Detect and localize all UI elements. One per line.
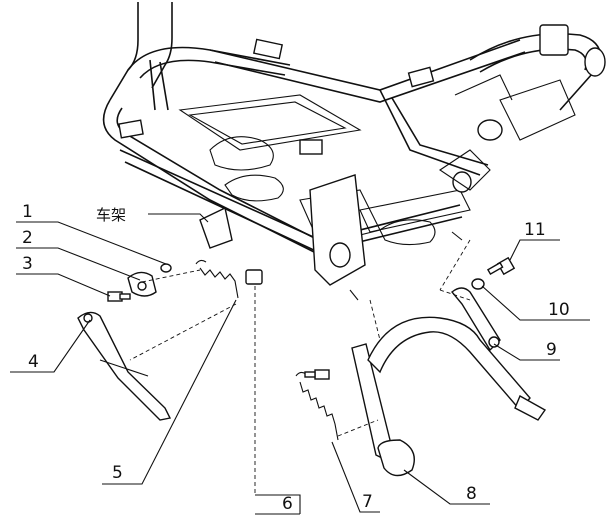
frame-assembly <box>102 2 606 301</box>
callout-9: 9 <box>546 340 557 360</box>
callout-1: 1 <box>22 202 33 222</box>
part-3-bolt <box>107 291 131 302</box>
callout-11: 11 <box>524 220 546 240</box>
part-11-bolt <box>486 256 516 276</box>
center-stand-bolt <box>304 369 330 380</box>
part-4-side-stand <box>77 311 172 421</box>
callout-numbers: 1 2 3 4 5 6 7 8 9 10 11 <box>22 202 570 514</box>
callout-8: 8 <box>466 484 477 504</box>
part-7-spring <box>295 371 339 441</box>
part-9-bracket <box>451 287 501 352</box>
part-8-center-stand <box>351 316 547 477</box>
callout-leaders <box>10 221 590 515</box>
callout-2: 2 <box>22 228 33 248</box>
part-5-spring <box>195 259 239 299</box>
callout-6: 6 <box>282 494 293 514</box>
part-1-nut <box>160 263 172 273</box>
part-10-washer <box>471 278 485 290</box>
assembly-lines <box>129 239 471 495</box>
frame-label: 车架 <box>96 206 126 224</box>
callout-7: 7 <box>362 492 373 512</box>
part-2-bracket <box>127 271 157 297</box>
part-6-rubber-block <box>245 269 263 285</box>
callout-4: 4 <box>28 352 39 372</box>
callout-3: 3 <box>22 254 33 274</box>
callout-5: 5 <box>112 463 123 483</box>
callout-10: 10 <box>548 300 570 320</box>
